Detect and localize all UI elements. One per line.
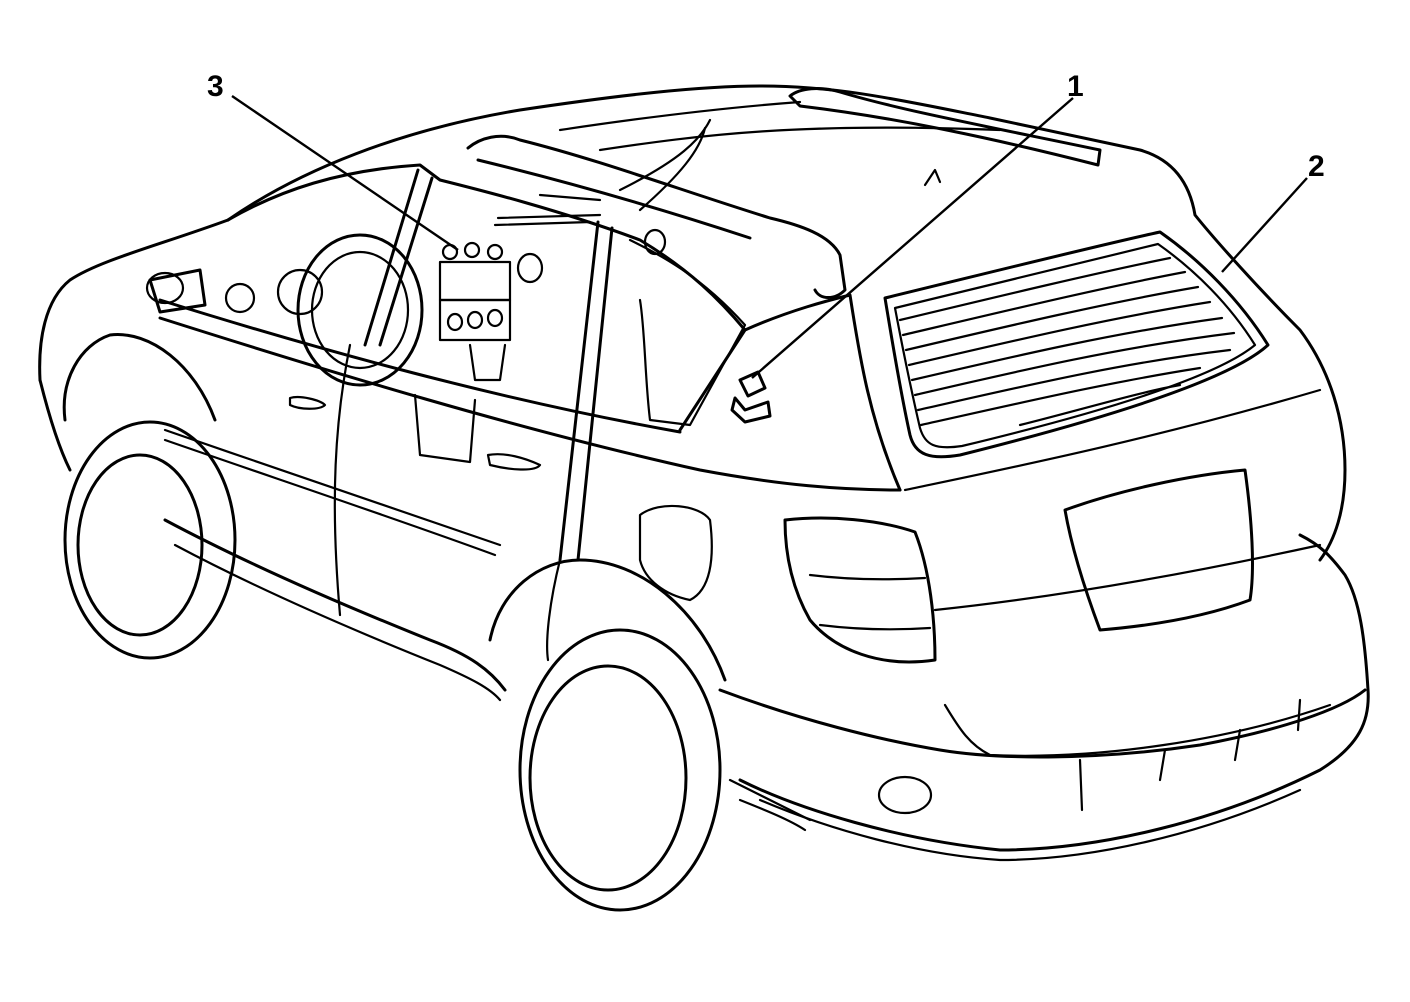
dash-vent-left <box>224 282 256 314</box>
rear-bumper <box>738 533 1370 852</box>
rear-window-inner <box>893 242 1257 449</box>
wheels <box>62 333 727 912</box>
vehicle-body <box>38 84 1370 862</box>
front-wheel-arch <box>62 333 217 422</box>
tail-lamp <box>783 516 937 664</box>
rear-defogger-grid <box>898 256 1236 427</box>
quarter-window <box>628 238 747 427</box>
rear-door-edge <box>546 558 562 662</box>
rear-wheel-arch <box>488 558 727 682</box>
rear-door-handle <box>486 453 542 471</box>
license-plate-recess <box>1063 468 1254 632</box>
rear-lamps-liftgate <box>783 388 1322 664</box>
front-door-handle <box>288 396 327 410</box>
climate-control <box>438 298 512 342</box>
roof-outline <box>226 84 1347 562</box>
rear-fog-lamp <box>877 775 933 815</box>
hood-outline <box>38 218 230 382</box>
belt-line <box>158 298 682 434</box>
rear-quarter <box>718 688 1367 759</box>
liftgate-line <box>903 388 1322 492</box>
belt-line-lower <box>158 316 902 492</box>
shifter <box>468 343 507 382</box>
b-pillar <box>558 220 600 562</box>
rear-wheel-tire <box>518 628 722 912</box>
roof-rails <box>466 87 1102 299</box>
fuel-door <box>638 504 713 602</box>
rear-wheel-rim <box>528 664 688 892</box>
a-pillar <box>363 168 420 347</box>
console <box>413 393 477 464</box>
front-door-crease <box>163 428 502 547</box>
front-door-edge <box>333 343 352 617</box>
side-sill-lower <box>173 543 502 702</box>
roof-rail-front <box>466 134 847 299</box>
side-sill <box>163 518 507 692</box>
front-wheel-tire <box>63 420 237 660</box>
radio <box>438 260 512 302</box>
glass-and-pillars <box>158 163 1270 562</box>
bumper-lower <box>758 788 1302 862</box>
rear-window <box>883 230 1270 459</box>
leader-line-3 <box>231 95 459 251</box>
d-pillar <box>743 293 902 492</box>
steering-wheel <box>296 233 424 387</box>
interior <box>224 193 667 464</box>
front-fender <box>38 378 72 472</box>
component-1-sensor <box>730 370 772 424</box>
doors <box>145 268 713 662</box>
bumper-line <box>943 703 1332 757</box>
front-wheel-rim <box>76 453 204 637</box>
callout-label-2: 2 <box>1308 150 1325 183</box>
b-pillar-inner <box>576 226 614 562</box>
bumper-ribs <box>1078 698 1302 812</box>
leader-line-2 <box>1221 177 1308 273</box>
reflector-left <box>728 778 812 822</box>
callout-label-3: 3 <box>207 70 224 103</box>
reflector-left-2 <box>738 798 807 832</box>
callout-label-1: 1 <box>1067 70 1084 103</box>
side-mirror <box>145 271 185 305</box>
roof-rail-rear <box>788 87 1102 167</box>
leader-line-1 <box>751 97 1074 379</box>
leader-lines <box>231 95 1308 379</box>
